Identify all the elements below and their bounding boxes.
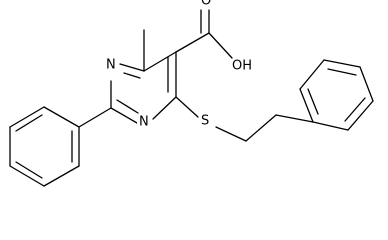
bond-ph1-b	[43, 165, 80, 187]
bond-n-upper-c4-inner	[123, 72, 141, 79]
bond-c2-phenyl	[78, 107, 112, 128]
bond-ph1-e-inner	[15, 114, 43, 132]
nitrogen-upper-label: N	[106, 58, 116, 73]
nitrogen-lower-label: N	[139, 115, 149, 130]
bond-n-lower-c2	[110, 107, 138, 124]
bond-c6-s	[175, 96, 199, 118]
carbonyl-oxygen-label: O	[201, 0, 211, 9]
bond-s-ch2	[215, 126, 247, 142]
bond-c6-n-lower	[152, 96, 177, 120]
hydroxyl-label: OH	[232, 59, 252, 74]
bond-ph2-f	[299, 88, 314, 123]
sulfur-label: S	[201, 114, 209, 129]
bond-ph1-c	[9, 165, 45, 187]
chemical-structure-diagram: N N OH O S	[9, 0, 374, 187]
bond-ph1-c-inner	[15, 161, 43, 179]
bond-n-lower-c2-inner	[116, 99, 139, 114]
bond-ph2-c	[359, 66, 374, 102]
bond-ph2-a	[312, 121, 349, 131]
bond-ph2-d	[323, 59, 361, 68]
bond-ph2-b	[347, 100, 374, 131]
bond-ph2-d-inner	[327, 68, 357, 76]
bond-ph2-b-inner	[344, 97, 366, 122]
bond-c5-carboxyl	[175, 32, 210, 53]
bond-ph2-f-inner	[307, 88, 319, 115]
bond-ch2-benzyl	[275, 114, 314, 123]
bond-ph2-e	[299, 59, 325, 90]
bond-n-upper-c4	[119, 63, 145, 72]
bond-c4-c5	[143, 51, 177, 72]
bond-ph1-e	[9, 106, 45, 128]
bond-carboxyl-oh	[208, 32, 233, 59]
bond-ch2-ch2	[245, 114, 277, 142]
bonds	[9, 9, 374, 187]
atom-labels: N N OH O S	[104, 0, 252, 130]
bond-ph1-f	[43, 106, 80, 128]
